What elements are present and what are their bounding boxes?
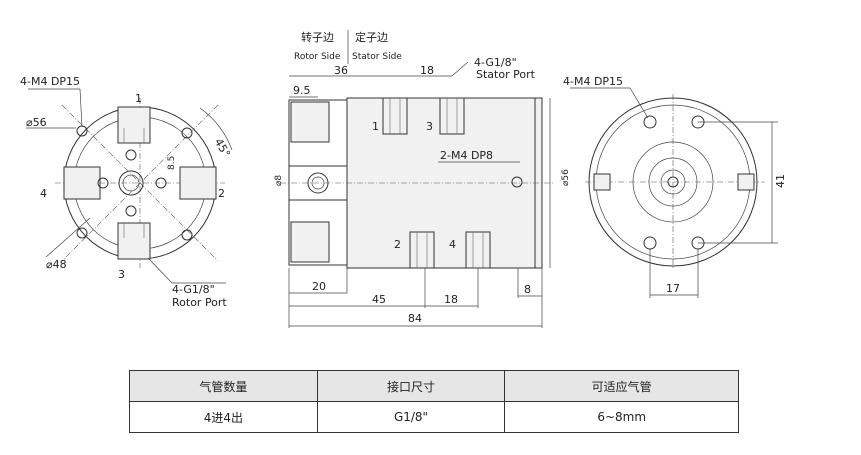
stator-port-3-number: 3 (426, 120, 433, 133)
diameter-8-label: ⌀8 (274, 175, 284, 186)
stator-port-spec-label: 4-G1/8" (474, 56, 517, 69)
stator-port-label: Stator Port (476, 68, 536, 81)
angle-45-label: 45° (212, 136, 233, 159)
stator-port-2-number: 2 (394, 238, 401, 251)
header-tube-fit: 可适应气管 (504, 370, 739, 402)
spec-table: 气管数量 接口尺寸 可适应气管 4进4出 G1/8" 6~8mm (129, 370, 739, 433)
dim-8-5-label: 8.5 (167, 156, 177, 170)
cell-port-size: G1/8" (316, 401, 506, 433)
dim-20-label: 20 (312, 280, 326, 293)
dim-41-label: 41 (774, 174, 787, 188)
rotor-side-en-label: Rotor Side (294, 52, 341, 62)
dim-8-bottom-label: 8 (524, 283, 531, 296)
left-end-view: 45° 4-M4 DP15 ⌀56 ⌀48 4-G1/8" Rotor Port… (20, 75, 233, 309)
diameter-56-side-label: ⌀56 (561, 169, 571, 186)
side-view: 转子边 Rotor Side 定子边 Stator Side 1 (274, 30, 571, 328)
left-holes-label: 4-M4 DP15 (20, 75, 80, 88)
stator-port-1-number: 1 (372, 120, 379, 133)
right-end-view: 4-M4 DP15 41 17 (563, 75, 787, 298)
spec-table-header-row: 气管数量 接口尺寸 可适应气管 (129, 370, 739, 402)
diameter-56-left-label: ⌀56 (26, 116, 47, 129)
dim-84-label: 84 (408, 312, 422, 325)
rotor-port-4-number: 4 (40, 187, 47, 200)
stator-port-4-number: 4 (449, 238, 456, 251)
rotor-port-3-number: 3 (118, 268, 125, 281)
dim-36-label: 36 (334, 64, 348, 77)
rotor-port-1-number: 1 (135, 92, 142, 105)
dim-45-label: 45 (372, 293, 386, 306)
right-holes-label: 4-M4 DP15 (563, 75, 623, 88)
rotor-port-spec-label: 4-G1/8" (172, 283, 215, 296)
stator-side-en-label: Stator Side (352, 52, 402, 62)
cell-tube-count: 4进4出 (129, 401, 318, 433)
stator-side-cn-label: 定子边 (355, 30, 388, 44)
header-tube-count: 气管数量 (129, 370, 318, 402)
header-port-size: 接口尺寸 (316, 370, 506, 402)
dim-9-5-label: 9.5 (293, 84, 311, 97)
dim-17-label: 17 (666, 282, 680, 295)
side-holes-label: 2-M4 DP8 (440, 149, 493, 162)
cell-tube-fit: 6~8mm (504, 401, 739, 433)
rotor-port-label: Rotor Port (172, 296, 227, 309)
rotor-port-2-number: 2 (218, 187, 225, 200)
rotor-side-cn-label: 转子边 (301, 30, 334, 44)
diameter-48-label: ⌀48 (46, 258, 67, 271)
table-row: 4进4出 G1/8" 6~8mm (129, 401, 739, 433)
dim-18-top-label: 18 (420, 64, 434, 77)
dim-18-bottom-label: 18 (444, 293, 458, 306)
